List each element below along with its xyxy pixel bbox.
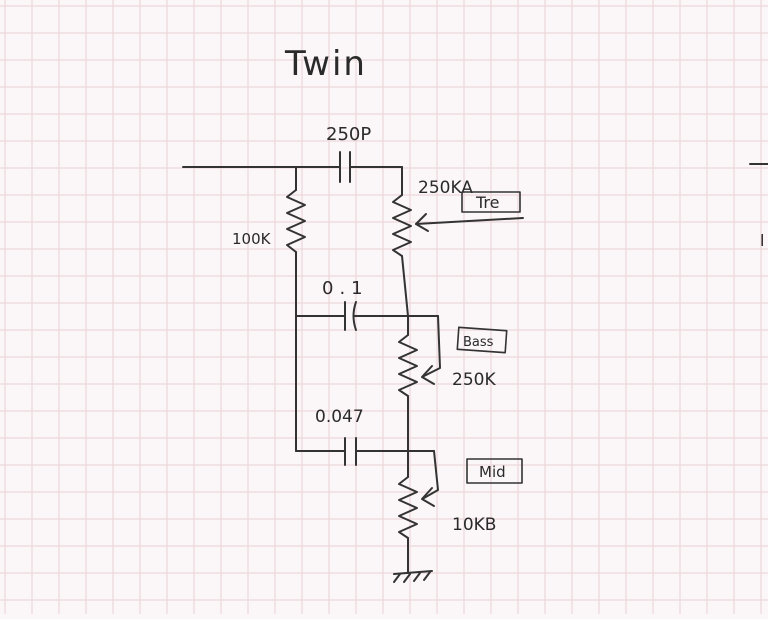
capacitor-250p bbox=[339, 151, 403, 183]
tag-bass-box bbox=[456, 326, 508, 354]
label-250p: 250P bbox=[326, 124, 371, 145]
label-10kb: 10KB bbox=[452, 515, 496, 535]
treble-pot bbox=[392, 194, 412, 257]
ground-symbol bbox=[393, 570, 433, 583]
title: Twin bbox=[284, 44, 367, 84]
resistor-100k bbox=[286, 189, 306, 253]
capacitor-0-047 bbox=[344, 437, 357, 466]
bass-pot bbox=[398, 334, 418, 397]
bass-wiper bbox=[421, 315, 441, 385]
label-250k: 250K bbox=[452, 370, 496, 390]
label-100k: 100K bbox=[232, 230, 272, 248]
tag-mid: Mid bbox=[479, 463, 506, 481]
tag-treble: Tre bbox=[475, 193, 500, 212]
label-0-047: 0.047 bbox=[315, 407, 364, 427]
label-250ka: 250KA bbox=[418, 178, 473, 198]
tag-mid-box bbox=[466, 458, 523, 484]
treble-wiper-arrow bbox=[415, 213, 524, 232]
mid-pot bbox=[398, 476, 418, 539]
label-0-1: 0.1 bbox=[322, 278, 369, 299]
tag-treble-box bbox=[461, 191, 521, 213]
mid-wiper bbox=[421, 450, 439, 507]
edge-glyph: l bbox=[760, 231, 764, 250]
tag-bass: Bass bbox=[463, 335, 494, 350]
wire-treble-bottom bbox=[401, 255, 409, 317]
